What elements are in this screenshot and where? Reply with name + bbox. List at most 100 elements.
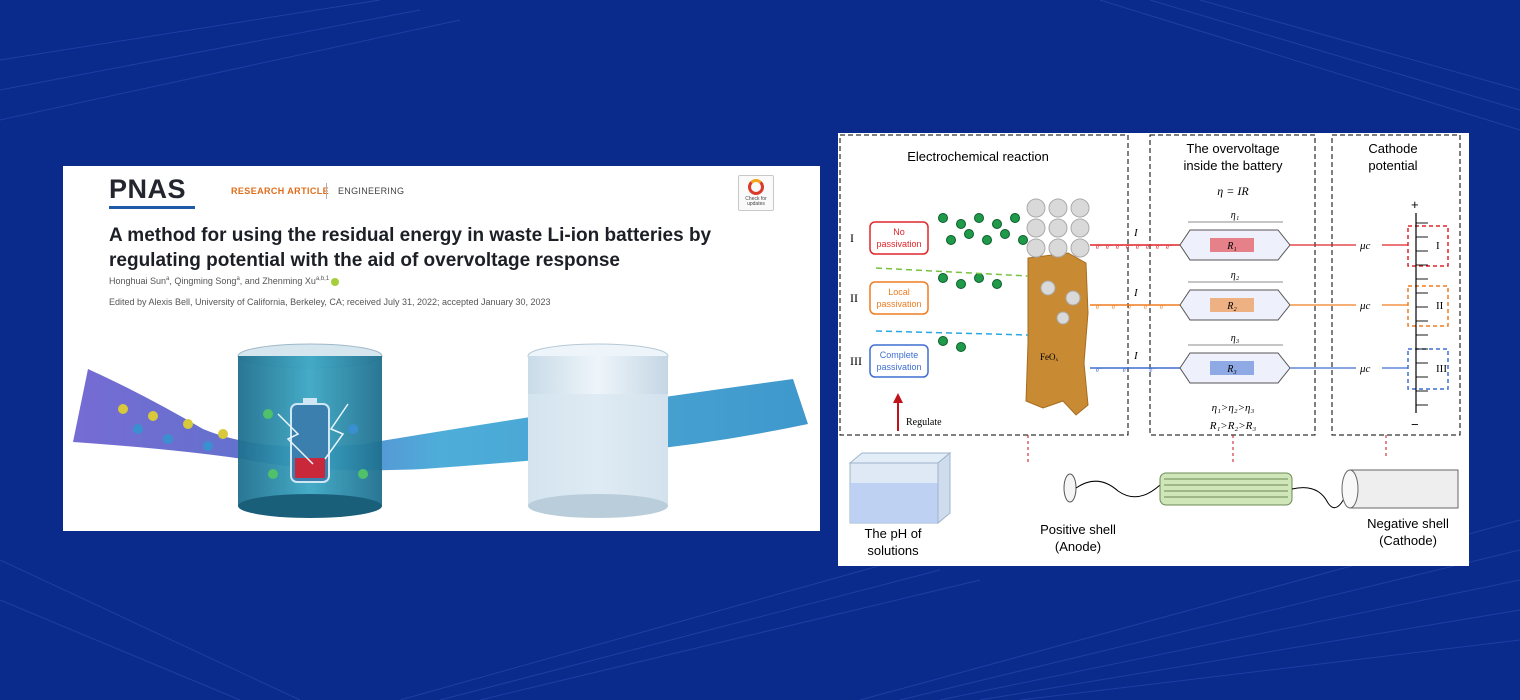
equation-eta-ir: η = IR — [1217, 184, 1249, 198]
level-label: I — [1436, 240, 1440, 252]
jelly-roll — [1159, 472, 1293, 506]
graphical-abstract — [73, 343, 808, 518]
overvoltage-diagram: Electrochemical reaction The overvoltage… — [839, 134, 1461, 558]
current-label: I — [1133, 350, 1139, 362]
ph-solution-box — [848, 451, 952, 525]
eta-label: η₂ — [1231, 270, 1240, 281]
passivation-label-line2: passivation — [876, 239, 921, 249]
level-box — [1407, 225, 1449, 267]
paper-authors: Honghuai Suna, Qingming Songa, and Zhenm… — [109, 276, 340, 286]
logo-underline — [109, 206, 195, 209]
ph-label-line1: The pH of — [864, 526, 921, 541]
electron: e⁻ — [1106, 243, 1113, 251]
passivation-box — [869, 281, 929, 315]
resistor-element — [1210, 298, 1254, 312]
passivation-label-line1: Local — [888, 287, 910, 297]
article-field: ENGINEERING — [338, 186, 405, 196]
fe-ion — [992, 279, 1002, 289]
author-2[interactable]: , Qingming Song — [169, 276, 237, 286]
eta-label: η₃ — [1231, 333, 1240, 344]
fe-ion — [1018, 235, 1028, 245]
sphere-stack — [1026, 198, 1090, 325]
fe-ion — [974, 273, 984, 283]
electron: e⁻ — [1156, 243, 1163, 251]
anode-label-line1: Positive shell — [1040, 522, 1116, 537]
current-label: I — [1133, 287, 1139, 299]
scale-minus: − — [1411, 417, 1419, 432]
passivation-label-line1: Complete — [880, 350, 919, 360]
fe-ion — [956, 279, 966, 289]
header-cathode-line1: Cathode — [1368, 141, 1417, 156]
figure-card: Electrochemical reaction The overvoltage… — [838, 133, 1469, 566]
electron: e⁻ — [1160, 303, 1167, 311]
level-box — [1407, 285, 1449, 327]
feox-label: FeOₓ — [1040, 352, 1058, 362]
level-box — [1407, 348, 1449, 390]
check-for-updates-button[interactable]: Check for updates — [738, 175, 774, 211]
cathode-shell-label-line2: (Cathode) — [1379, 533, 1437, 548]
electron: e⁻ — [1126, 243, 1133, 251]
row-numeral: III — [850, 354, 862, 368]
fe-ion — [974, 213, 984, 223]
header-overvoltage-line1: The overvoltage — [1186, 141, 1279, 156]
passivation-label-line1: No — [893, 227, 905, 237]
electron: e⁻ — [1146, 243, 1153, 251]
fe-ion — [1000, 229, 1010, 239]
divider — [326, 183, 327, 199]
orcid-icon[interactable] — [331, 277, 340, 286]
header-electrochemical: Electrochemical reaction — [907, 149, 1049, 164]
electron: e⁻ — [1128, 303, 1135, 311]
level-label: III — [1436, 363, 1447, 375]
mu-label: μc — [1359, 240, 1371, 252]
potential-scale-ticks — [1416, 222, 1428, 406]
author-2-affiliation: a — [236, 276, 240, 282]
row-numeral: I — [850, 231, 854, 245]
author-3[interactable]: , and Zhenming Xu — [239, 276, 316, 286]
fe-ion — [938, 213, 948, 223]
electron: e⁻ — [1136, 243, 1143, 251]
fe-ion — [964, 229, 974, 239]
electron: e⁻ — [1112, 303, 1119, 311]
row-numeral: II — [850, 291, 858, 305]
check-updates-label: Check for updates — [745, 196, 767, 207]
negative-shell — [1341, 469, 1459, 509]
article-type: RESEARCH ARTICLE — [231, 186, 330, 196]
eta-label: η₁ — [1231, 210, 1239, 221]
ph-label-line2: solutions — [867, 543, 919, 558]
section-box-cathode — [1331, 134, 1461, 436]
author-1[interactable]: Honghuai Sun — [109, 276, 167, 286]
fe-ion — [938, 336, 948, 346]
paper-edited-by: Edited by Alexis Bell, University of Cal… — [109, 297, 551, 307]
resistor-element — [1210, 238, 1254, 252]
electron: e⁻ — [1166, 243, 1173, 251]
resistance-label: R₁ — [1226, 241, 1237, 252]
fe-ion — [956, 219, 966, 229]
resistance-label: R₃ — [1226, 364, 1237, 375]
fe-ion — [1010, 213, 1020, 223]
feox-electrode — [1025, 252, 1089, 416]
current-label: I — [1133, 227, 1139, 239]
fe-ion — [982, 235, 992, 245]
ion-particles — [118, 404, 368, 479]
inequality-r: R₁>R₂>R₃ — [1209, 420, 1257, 432]
header-overvoltage-line2: inside the battery — [1183, 158, 1283, 173]
author-1-affiliation: a — [166, 276, 170, 282]
journal-logo[interactable]: PNAS — [109, 174, 187, 204]
electron: e⁻ — [1149, 366, 1156, 374]
scale-plus: + — [1411, 197, 1419, 212]
header-cathode-line2: potential — [1368, 158, 1417, 173]
section-box-electrochemical — [839, 134, 1129, 436]
passivation-label-line2: passivation — [876, 362, 921, 372]
anode-label-line2: (Anode) — [1055, 539, 1101, 554]
flow-ribbon — [73, 369, 808, 471]
passivation-link — [875, 267, 1029, 277]
passivation-box — [869, 221, 929, 255]
inequality-eta: η₁>η₂>η₃ — [1212, 402, 1255, 414]
electron: e⁻ — [1096, 243, 1103, 251]
passivation-box — [869, 344, 929, 378]
electron: e⁻ — [1144, 303, 1151, 311]
fe-ion — [956, 342, 966, 352]
passivation-label-line2: passivation — [876, 299, 921, 309]
passivation-link — [875, 330, 1029, 336]
